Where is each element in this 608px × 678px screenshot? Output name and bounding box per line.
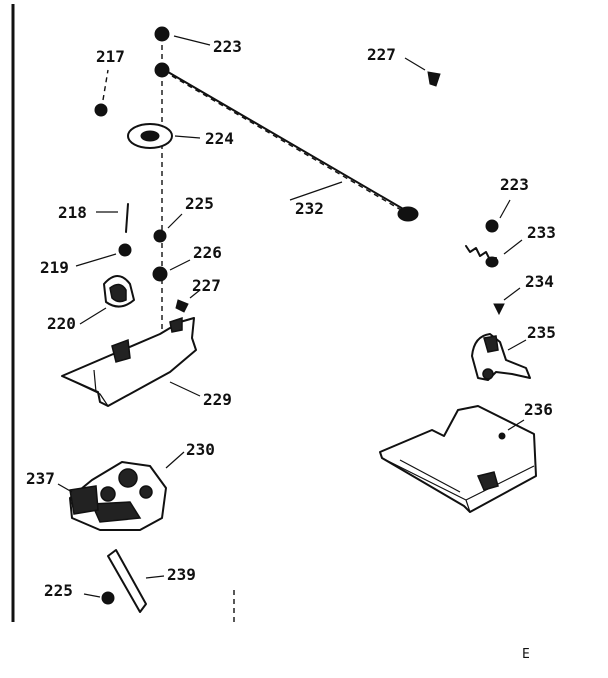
label-225-bottom: 225 (44, 581, 73, 600)
part-233-spring (465, 239, 523, 268)
label-232: 232 (295, 199, 324, 218)
label-229: 229 (203, 390, 232, 409)
label-223-right: 223 (500, 175, 529, 194)
label-218: 218 (58, 203, 87, 222)
part-224-pulley (127, 123, 201, 149)
part-223-nut-top (154, 26, 170, 42)
part-234-screw (493, 287, 521, 316)
part-217-screw (94, 69, 109, 117)
corner-mark: E (522, 647, 530, 662)
part-235-bracket (471, 333, 531, 381)
part-227-clip (175, 289, 201, 313)
part-225-nut-bottom (83, 591, 115, 605)
label-239: 239 (167, 565, 196, 584)
part-225-nut (153, 213, 183, 243)
label-223-top: 223 (213, 37, 242, 56)
label-233: 233 (527, 223, 556, 242)
label-226: 226 (193, 243, 222, 262)
label-236: 236 (524, 400, 553, 419)
label-234: 234 (525, 272, 554, 291)
label-227-top: 227 (367, 45, 396, 64)
part-219-washer (75, 243, 132, 267)
label-227-mid: 227 (192, 276, 221, 295)
part-220-roller (79, 275, 135, 325)
label-220: 220 (47, 314, 76, 333)
label-219: 219 (40, 258, 69, 277)
part-236-base-plate (379, 405, 537, 513)
part-227-clip-top (404, 57, 441, 87)
label-237: 237 (26, 469, 55, 488)
label-224: 224 (205, 129, 234, 148)
part-226-nut (152, 259, 191, 282)
part-223-nut-right (485, 199, 511, 233)
label-235: 235 (527, 323, 556, 342)
part-230-gear-housing (69, 451, 185, 531)
part-239-link-arm (107, 549, 165, 613)
label-225-top: 225 (185, 194, 214, 213)
part-237-gear (57, 483, 99, 515)
label-230: 230 (186, 440, 215, 459)
part-229-bracket (61, 316, 201, 407)
part-232-rod (154, 62, 419, 222)
label-217: 217 (96, 47, 125, 66)
part-218-screw (96, 203, 129, 233)
